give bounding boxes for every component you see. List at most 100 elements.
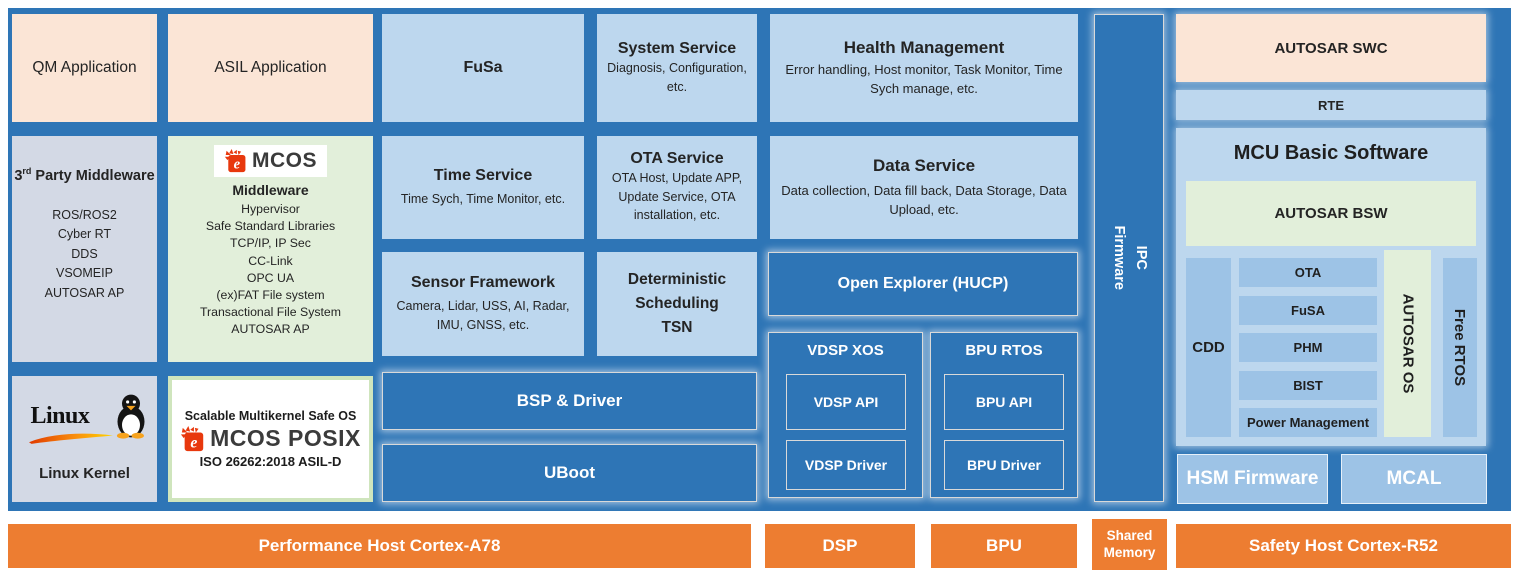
third-party-rest: Party Middleware bbox=[31, 167, 155, 184]
emcos-middleware-item: Transactional File System bbox=[199, 305, 341, 320]
system-service-sub: Diagnosis, Configuration, etc. bbox=[607, 60, 747, 94]
bpu-api-box: BPU API bbox=[944, 374, 1064, 430]
mcal-box: MCAL bbox=[1341, 454, 1487, 504]
emcos-logo-text: MCOS bbox=[252, 149, 317, 172]
autosar-swc-box: AUTOSAR SWC bbox=[1176, 14, 1486, 82]
mcu-module-chip: FuSA bbox=[1239, 295, 1377, 325]
performance-host-bar: Performance Host Cortex-A78 bbox=[8, 524, 751, 568]
system-service-title: System Service bbox=[617, 39, 737, 57]
autosar-bsw-label: AUTOSAR BSW bbox=[1274, 205, 1388, 222]
emcos-logo: e MCOS bbox=[214, 145, 327, 177]
time-service-sub: Time Sych, Time Monitor, etc. bbox=[400, 191, 566, 206]
time-service-title: Time Service bbox=[433, 166, 533, 184]
third-party-item: VSOMEIP bbox=[56, 266, 113, 281]
rte-box: RTE bbox=[1176, 90, 1486, 120]
ota-service-title: OTA Service bbox=[630, 149, 724, 167]
bpu-api-label: BPU API bbox=[975, 394, 1033, 410]
data-service-title: Data Service bbox=[872, 155, 976, 175]
bpu-driver-box: BPU Driver bbox=[944, 440, 1064, 490]
emcos-middleware-item: TCP/IP, IP Sec bbox=[230, 236, 311, 251]
rte-label: RTE bbox=[1318, 97, 1344, 113]
autosar-os-label: AUTOSAR OS bbox=[1399, 293, 1417, 394]
ipc-line2: Firmware bbox=[1110, 225, 1127, 291]
fusa-label: FuSa bbox=[463, 59, 503, 76]
health-management-title: Health Management bbox=[843, 37, 1005, 57]
emcos-middleware-item: (ex)FAT File system bbox=[216, 288, 325, 303]
deterministic-line2: Scheduling bbox=[635, 294, 719, 312]
open-explorer-box: Open Explorer (HUCP) bbox=[768, 252, 1078, 316]
autosar-swc-label: AUTOSAR SWC bbox=[1274, 39, 1388, 57]
emcos-middleware-item: AUTOSAR AP bbox=[231, 322, 310, 337]
emcos-posix-logo-text: MCOS POSIX bbox=[210, 425, 361, 451]
mcu-module-chip: Power Management bbox=[1239, 408, 1377, 437]
hsm-firmware-label: HSM Firmware bbox=[1186, 468, 1319, 489]
ipc-firmware-label: IPC Firmware bbox=[1107, 226, 1151, 290]
data-service-sub: Data collection, Data fill back, Data St… bbox=[781, 182, 1067, 218]
cdd-label: CDD bbox=[1192, 339, 1225, 356]
emcos-middleware-item: CC-Link bbox=[248, 253, 293, 268]
linux-kernel-label: Linux Kernel bbox=[39, 464, 130, 482]
bpu-rtos-title: BPU RTOS bbox=[965, 342, 1043, 359]
ota-service-sub: OTA Host, Update APP, Update Service, OT… bbox=[611, 170, 743, 223]
emcos-middleware-item: Hypervisor bbox=[241, 202, 300, 216]
shared-memory-label: Shared Memory bbox=[1103, 527, 1156, 560]
emcos-middleware-item: OPC UA bbox=[246, 270, 295, 285]
ipc-firmware-box: IPC Firmware bbox=[1094, 14, 1164, 502]
emcos-middleware-item: Safe Standard Libraries bbox=[205, 219, 336, 234]
deterministic-scheduling-box: Deterministic Scheduling TSN bbox=[597, 252, 757, 356]
posix-heading: Scalable Multikernel Safe OS bbox=[184, 409, 357, 423]
vdsp-api-label: VDSP API bbox=[813, 394, 879, 410]
system-service-box: System Service Diagnosis, Configuration,… bbox=[597, 14, 757, 122]
bpu-label: BPU bbox=[986, 536, 1022, 555]
vdsp-api-box: VDSP API bbox=[786, 374, 906, 430]
data-service-box: Data Service Data collection, Data fill … bbox=[770, 136, 1078, 239]
svg-text:e: e bbox=[234, 157, 241, 173]
posix-cert-label: ISO 26262:2018 ASIL-D bbox=[199, 454, 342, 469]
hsm-firmware-box: HSM Firmware bbox=[1177, 454, 1328, 504]
sensor-framework-title: Sensor Framework bbox=[410, 273, 556, 291]
mcal-label: MCAL bbox=[1386, 468, 1442, 489]
emcos-posix-logo: e MCOS POSIX bbox=[180, 423, 361, 454]
bsp-driver-box: BSP & Driver bbox=[382, 372, 757, 430]
deterministic-line1: Deterministic bbox=[627, 270, 727, 288]
qm-application-box: QM Application bbox=[12, 14, 157, 122]
bsp-driver-label: BSP & Driver bbox=[516, 391, 623, 410]
vdsp-xos-title: VDSP XOS bbox=[807, 342, 884, 359]
time-service-box: Time Service Time Sych, Time Monitor, et… bbox=[382, 136, 584, 239]
vdsp-driver-label: VDSP Driver bbox=[804, 457, 888, 473]
uboot-label: UBoot bbox=[544, 463, 595, 482]
open-explorer-label: Open Explorer (HUCP) bbox=[837, 275, 1009, 292]
sensor-framework-sub: Camera, Lidar, USS, AI, Radar, IMU, GNSS… bbox=[396, 298, 570, 332]
cdd-box: CDD bbox=[1186, 258, 1231, 437]
autosar-bsw-box: AUTOSAR BSW bbox=[1186, 181, 1476, 246]
dsp-bar: DSP bbox=[765, 524, 915, 568]
asil-application-label: ASIL Application bbox=[214, 59, 327, 76]
third-party-item: ROS/ROS2 bbox=[52, 207, 117, 222]
performance-host-label: Performance Host Cortex-A78 bbox=[258, 536, 501, 555]
linux-logo: Linux bbox=[28, 394, 144, 455]
emcos-middleware-title: Middleware bbox=[232, 182, 309, 198]
bpu-bar: BPU bbox=[931, 524, 1077, 568]
autosar-os-box: AUTOSAR OS bbox=[1384, 250, 1431, 437]
third-party-item: Cyber RT bbox=[57, 227, 112, 242]
sensor-framework-box: Sensor Framework Camera, Lidar, USS, AI,… bbox=[382, 252, 584, 356]
emcos-posix-flame-icon: e bbox=[181, 425, 204, 451]
safety-host-bar: Safety Host Cortex-R52 bbox=[1176, 524, 1511, 568]
third-party-middleware-title: 3rd Party Middleware bbox=[14, 166, 154, 184]
tux-penguin-icon bbox=[116, 394, 144, 439]
ota-service-box: OTA Service OTA Host, Update APP, Update… bbox=[597, 136, 757, 239]
bpu-driver-label: BPU Driver bbox=[967, 457, 1041, 473]
third-party-num: 3 bbox=[14, 167, 23, 184]
mcu-module-chip: BIST bbox=[1239, 370, 1377, 400]
ipc-firmware-vwrap: IPC Firmware bbox=[1095, 15, 1163, 501]
svg-text:e: e bbox=[191, 434, 198, 451]
third-party-sup: rd bbox=[22, 166, 32, 176]
free-rtos-box: Free RTOS bbox=[1443, 258, 1477, 437]
third-party-item: DDS bbox=[71, 246, 98, 261]
mcu-module-chip: OTA bbox=[1239, 258, 1377, 287]
